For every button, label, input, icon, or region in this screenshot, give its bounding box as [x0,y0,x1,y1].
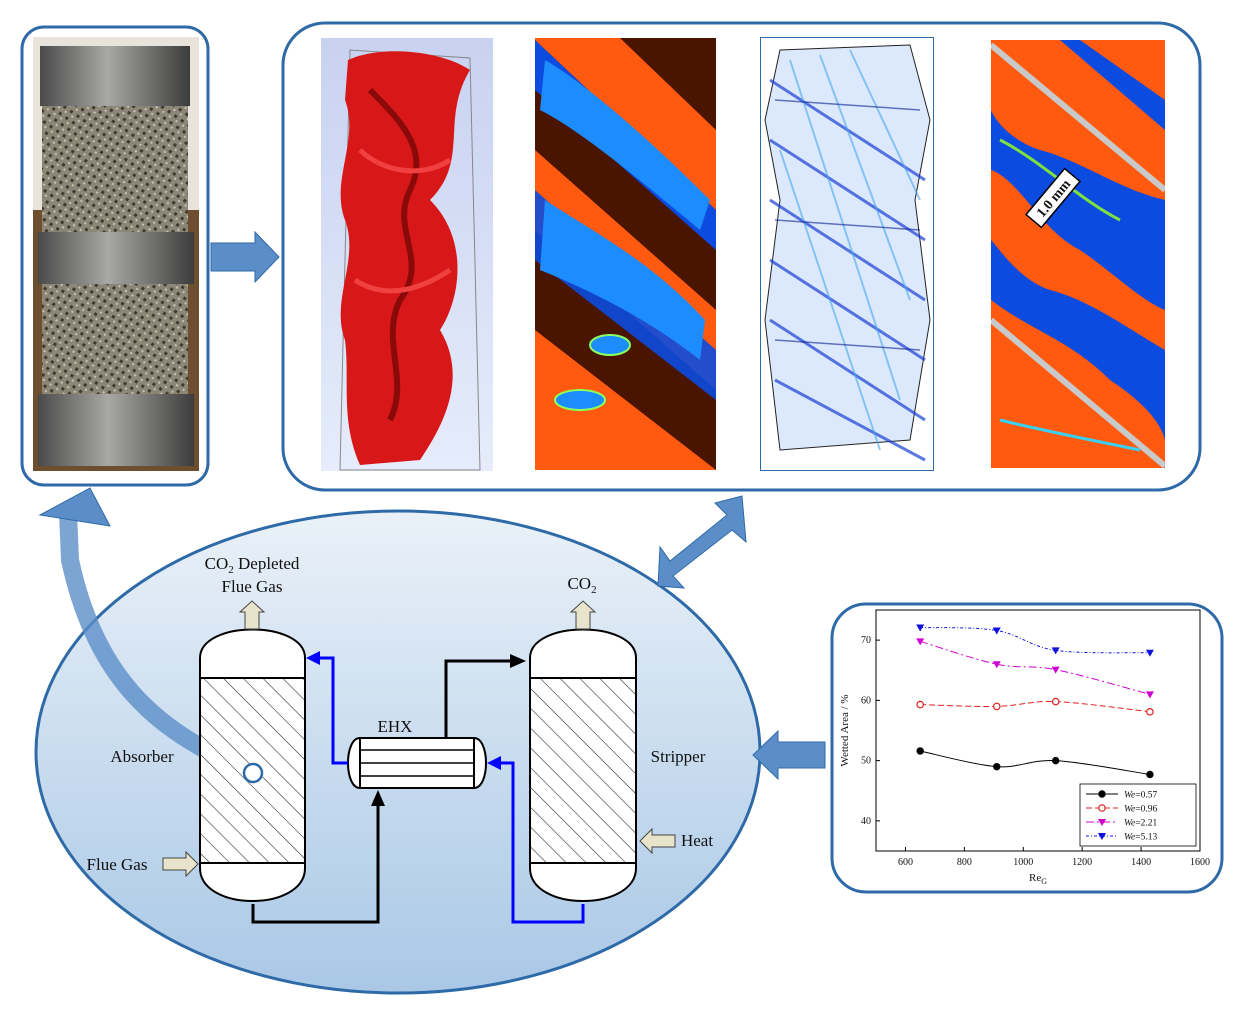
rich-amine-line [251,800,380,924]
x-tick-label: 1600 [1190,857,1210,868]
data-point [992,661,1001,669]
series-line-0 [920,750,1151,775]
data-point [916,747,924,755]
double-arrow-sim-process [657,495,747,589]
y-tick-label: 50 [861,756,871,767]
x-tick-label: 600 [898,857,913,868]
absorber-column [199,628,306,902]
flue-gas-top-label: Flue Gas [222,577,283,596]
legend-label: We=2.21 [1124,819,1157,829]
plot-area [875,609,1201,852]
gas-outlet-arrow-left [238,600,266,630]
x-tick-label: 1200 [1072,857,1092,868]
lean-amine-line [497,761,585,924]
ehx-label: EHX [378,717,413,736]
data-point [992,702,1001,711]
data-point [1146,708,1154,716]
x-tick-label: 1000 [1013,857,1033,868]
data-point [1051,756,1060,765]
series-line-1 [920,701,1150,713]
legend-marker [1098,790,1106,798]
gas-outlet-arrow-right [569,600,597,630]
data-point [916,638,925,646]
legend-label: We=5.13 [1124,833,1157,843]
heat-inlet-arrow [639,827,676,855]
data-point [1145,691,1154,699]
legend-marker [1098,804,1106,812]
data-point [1146,770,1154,779]
x-tick-label: 1400 [1131,857,1151,868]
simulation-panel-isosurface [321,38,493,471]
legend-marker [1098,819,1106,826]
heat-exchanger [347,737,487,789]
lean-to-absorber-line [318,656,348,765]
legend-marker [1098,833,1106,840]
to-stripper-line [444,659,512,738]
series-line-2 [920,640,1151,695]
curved-arrow-head [38,487,111,527]
heat-label: Heat [681,831,713,850]
data-point [993,762,1001,771]
data-point [916,700,924,709]
absorber-label: Absorber [110,747,174,766]
data-point [1051,666,1060,674]
simulation-panel-stripes [535,38,716,470]
flue-gas-label: Flue Gas [87,855,148,874]
y-tick-label: 40 [861,816,871,827]
y-axis-label: Wetted Area / % [839,694,851,766]
data-point [1051,647,1060,655]
co2-depleted-label: CO2 Depleted [205,554,300,576]
packing-sample-marker [242,762,264,784]
stripper-label: Stripper [651,747,706,766]
data-point [1145,649,1154,657]
legend-label: We=0.96 [1124,805,1157,815]
data-point [992,627,1001,635]
left-arrow-chart-to-process [752,729,826,781]
right-arrow-photo-to-sim [210,230,280,284]
packing-photo [33,37,199,471]
data-point [916,624,925,632]
stripper-column [529,628,637,902]
y-tick-label: 60 [861,695,871,706]
co2-label: CO2 [567,574,596,596]
legend-label: We=0.57 [1124,791,1157,801]
x-tick-label: 800 [957,857,972,868]
simulation-panel-film: 1.0 mm [991,40,1165,468]
data-point [1051,697,1060,706]
simulation-frame [281,21,1202,492]
x-axis-label: ReG [1029,872,1047,886]
y-tick-label: 70 [861,635,871,646]
flue-gas-inlet-arrow [162,850,199,878]
simulation-panel-vectors [760,37,934,471]
series-line-3 [920,626,1150,654]
